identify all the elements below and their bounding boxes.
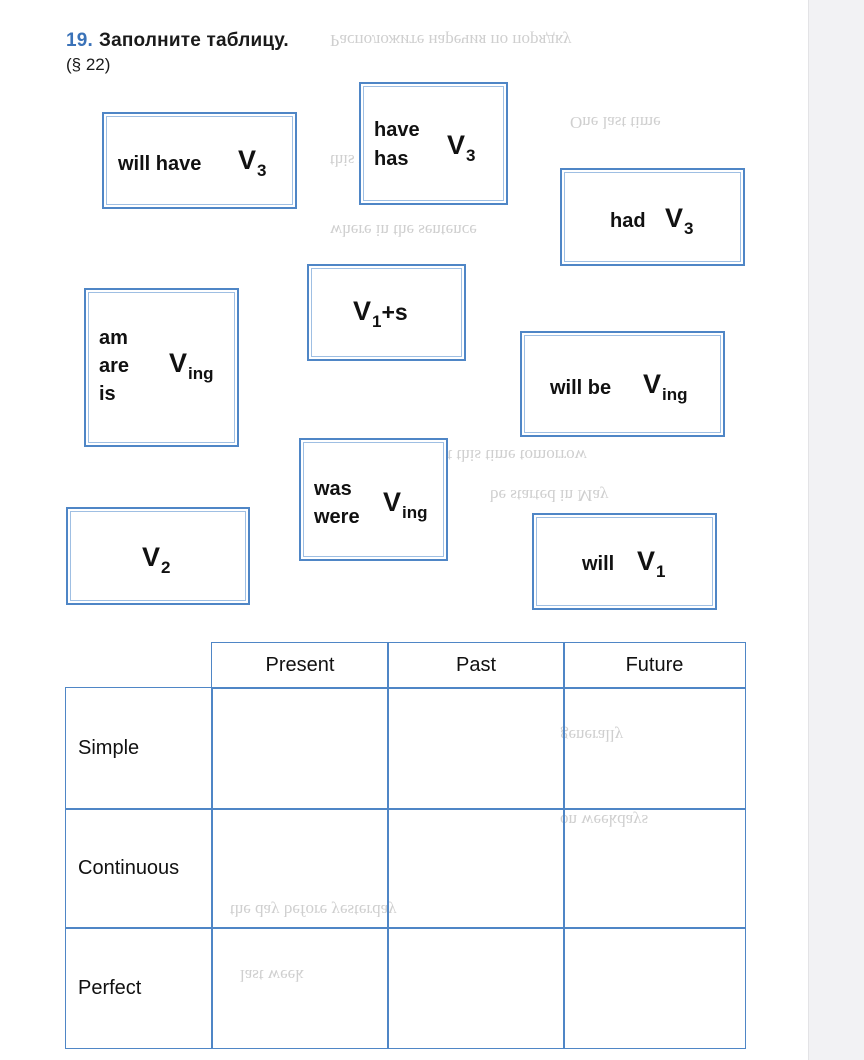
card-formula: Ving	[643, 369, 688, 404]
card-formula: V3	[447, 130, 476, 165]
show-through-text: be started in May	[490, 486, 609, 505]
exercise-instruction: Заполните таблицу.	[99, 30, 289, 51]
card-formula: V3	[238, 145, 267, 180]
column-header: Future	[563, 642, 746, 689]
card-was-were-ving: was were Ving	[299, 438, 448, 561]
card-text: is	[99, 383, 116, 405]
show-through-text: at this time tomorrow	[440, 446, 587, 465]
card-formula: Ving	[383, 487, 428, 522]
table-cell[interactable]	[563, 687, 746, 810]
table-cell[interactable]	[387, 927, 565, 1049]
card-text: have	[374, 119, 420, 141]
card-text: are	[99, 355, 130, 377]
card-text: has	[374, 148, 409, 170]
row-header: Simple	[65, 687, 213, 810]
card-will-v1: will V1	[532, 513, 717, 610]
card-text: had	[610, 210, 646, 232]
table-cell[interactable]	[387, 808, 565, 929]
card-formula: V1	[637, 546, 666, 581]
table-cell[interactable]	[211, 927, 389, 1049]
card-formula: V2	[142, 542, 171, 577]
column-header: Present	[211, 642, 389, 689]
show-through-text: One last time	[570, 113, 661, 132]
card-text: am	[99, 327, 128, 349]
card-v2: V2	[66, 507, 250, 605]
card-formula: Ving	[169, 348, 214, 383]
card-text: will	[582, 553, 615, 575]
show-through-text: where in the sentence	[330, 221, 477, 240]
card-text: were	[314, 506, 360, 528]
exercise-title: 19.Заполните таблицу.	[66, 30, 289, 52]
card-formula: V1+s	[353, 296, 408, 331]
table-cell[interactable]	[563, 808, 746, 929]
exercise-number: 19.	[66, 30, 94, 51]
table-cell[interactable]	[563, 927, 746, 1049]
card-formula: V3	[665, 203, 694, 238]
card-text: will have	[118, 153, 202, 175]
card-am-are-is-ving: am are is Ving	[84, 288, 239, 447]
page-edge	[808, 0, 864, 1060]
card-v1-s: V1+s	[307, 264, 466, 361]
table-cell[interactable]	[211, 808, 389, 929]
table-cell[interactable]	[387, 687, 565, 810]
card-text: was	[314, 478, 352, 500]
card-will-be-ving: will be Ving	[520, 331, 725, 437]
section-reference: (§ 22)	[66, 55, 111, 74]
show-through-text: Расположите наречия по порядку	[330, 31, 572, 50]
card-text: will be	[550, 377, 612, 399]
card-had-v3: had V3	[560, 168, 745, 266]
card-have-has-v3: have has V3	[359, 82, 508, 205]
card-will-have-v3: will have V3	[102, 112, 297, 209]
column-header: Past	[387, 642, 565, 689]
row-header: Continuous	[65, 808, 213, 929]
row-header: Perfect	[65, 927, 213, 1049]
table-cell[interactable]	[211, 687, 389, 810]
